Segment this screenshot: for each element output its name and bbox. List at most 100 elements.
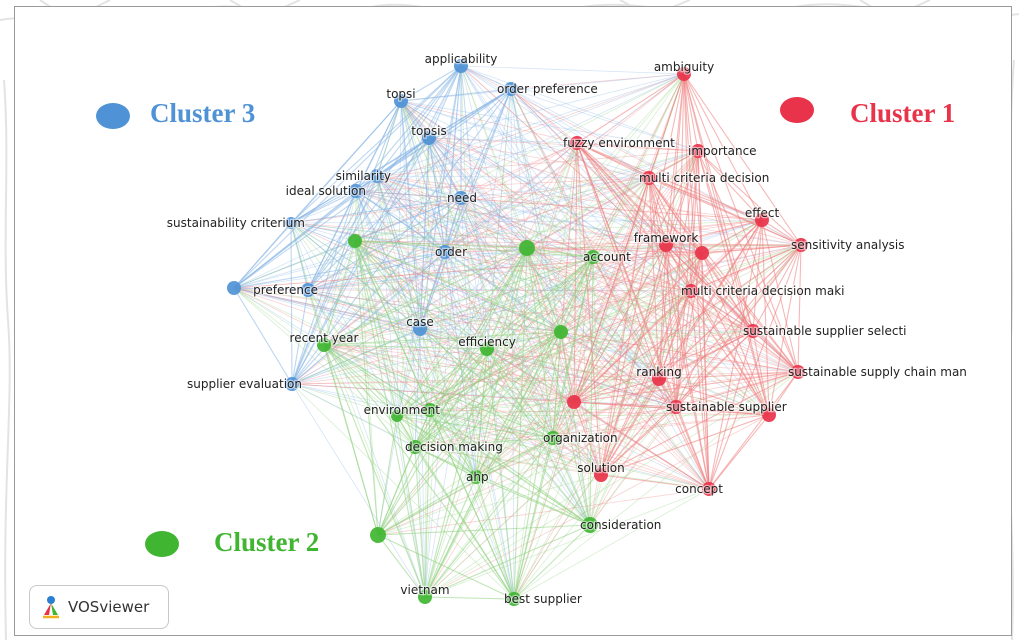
node-effect[interactable] [755,213,769,227]
edge-order-best_supplier [444,251,515,600]
cluster-3-legend-dot [96,103,130,129]
vosviewer-badge[interactable]: VOSviewer [29,585,169,629]
edge-red_framework_2-decision_making [414,252,703,448]
edge-importance-green_mid [560,150,699,333]
node-sustainability-criterium[interactable] [285,217,297,229]
edge-case-blue_far_left [233,287,421,330]
edge-importance-framework [665,150,699,246]
edge-applicability-fuzzy_environment [460,65,578,144]
node-topsi[interactable] [394,94,408,108]
edge-order_preference-framework [510,88,667,246]
node-fuzzy-environment[interactable] [570,136,584,150]
node-preference[interactable] [301,283,315,297]
edge-topsi-green_top_mid [400,100,528,249]
node-supplier-evaluation[interactable] [285,377,299,391]
edge-preference-supplier_evaluation [291,289,309,385]
node-ranking[interactable] [652,372,666,386]
node-concept[interactable] [702,482,716,496]
node-red-right-low[interactable] [762,408,776,422]
edge-ideal_solution-green_env_2 [355,190,398,417]
node-recent-year[interactable] [317,338,331,352]
edge-sustainable_supplier-red_framework_2 [675,252,703,408]
edge-multi_criteria_decision-red_right_low [648,177,770,416]
node-similarity[interactable] [370,169,384,183]
edge-fuzzy_environment-importance [576,142,699,152]
edge-framework-concept [665,244,710,490]
edge-fuzzy_environment-sustainable_supply_chain_man [576,142,799,373]
cluster-1-legend-label: Cluster 1 [850,98,956,128]
edge-red_right_low-organization [552,414,770,439]
node-sustainable-supplier-selecti[interactable] [746,324,760,338]
node-green-env-2[interactable] [391,410,403,422]
node-importance[interactable] [691,144,705,158]
edge-topsis-framework [428,137,667,246]
node-label-need: need [447,191,477,205]
edge-preference-multi_criteria_decision_maki [307,289,692,292]
edge-ranking-green_top_mid [526,247,660,380]
node-green-bottom-left[interactable] [370,527,386,543]
node-sensitivity-analysis[interactable] [794,238,808,252]
node-environment[interactable] [423,403,437,417]
node-best-supplier[interactable] [507,592,521,606]
edge-applicability-red_right_low [460,65,770,416]
node-ideal-solution[interactable] [349,184,363,198]
edge-order_preference-green_top_mid [510,88,528,249]
edge-sustainable_supplier_selecti-decision_making [414,330,754,448]
node-sustainable-supply-chain-man[interactable] [791,365,805,379]
edge-topsi-sustainable_supplier [400,100,677,408]
edge-solution-green_mid [560,331,602,476]
node-organization[interactable] [546,431,560,445]
node-green-mid[interactable] [554,325,568,339]
node-green-top-left[interactable] [348,234,362,248]
edge-sensitivity_analysis-green_mid [560,244,802,333]
node-multi-criteria-decision-maki[interactable] [684,284,698,298]
node-red-framework-2[interactable] [695,246,709,260]
node-label-order-preference: order preference [497,82,598,96]
edge-multi_criteria_decision-decision_making [414,177,650,448]
node-ambiguity[interactable] [677,67,691,81]
node-efficiency[interactable] [480,342,494,356]
edge-sustainability_criterium-ahp [290,222,477,478]
node-label-decision-making: decision making [405,440,503,454]
vosviewer-logo-icon [43,596,59,619]
node-topsis[interactable] [422,131,436,145]
node-green-top-mid[interactable] [519,240,535,256]
edge-order_preference-supplier_evaluation [291,88,512,385]
edge-applicability-supplier_evaluation [291,65,462,385]
edge-multi_criteria_decision_maki-red_mid_left [573,290,692,403]
edge-blue_far_left-green_env_2 [233,287,398,417]
edge-account-green_top_mid [526,247,594,258]
edge-topsi-best_supplier [400,100,515,600]
edge-consideration-best_supplier [513,524,591,600]
node-order[interactable] [438,245,452,259]
node-solution[interactable] [594,468,608,482]
node-vietnam[interactable] [418,590,432,604]
node-multi-criteria-decision[interactable] [642,171,656,185]
node-account[interactable] [586,250,600,264]
edge-best_supplier-green_bottom_left [377,534,515,600]
edge-effect-green_top_left [354,219,763,242]
edge-sustainable_supplier_selecti-green_top_left [354,240,754,332]
node-decision-making[interactable] [408,440,422,454]
node-case[interactable] [413,322,427,336]
node-red-mid-left[interactable] [567,395,581,409]
edge-importance-organization [552,150,699,439]
edge-case-recent_year [323,328,421,346]
node-order-preference[interactable] [504,82,518,96]
edge-case-green_top_mid [419,247,528,330]
edge-supplier_evaluation-green_top_left [291,240,356,385]
node-blue-far-left[interactable] [227,281,241,295]
edge-blue_far_left-sustainable_supplier [233,287,677,408]
node-need[interactable] [454,191,468,205]
edge-solution-red_mid_left [573,401,602,476]
edge-vietnam-best_supplier [424,596,515,600]
node-label-vietnam: vietnam [400,583,449,597]
edge-preference-environment [307,289,431,411]
node-consideration[interactable] [582,517,598,533]
node-sustainable-supplier[interactable] [669,400,683,414]
node-applicability[interactable] [454,59,468,73]
node-ahp[interactable] [469,470,483,484]
edge-preference-multi_criteria_decision [307,177,650,291]
node-framework[interactable] [659,238,673,252]
